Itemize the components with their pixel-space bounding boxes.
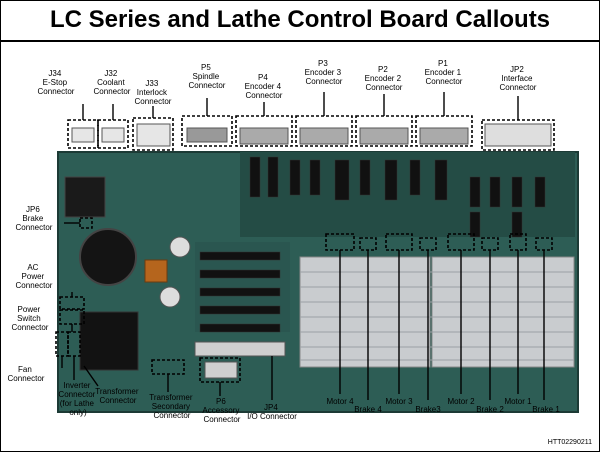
callout-brake1: Brake 1	[532, 405, 560, 414]
vent-fan-block	[64, 176, 106, 218]
leader-lines	[61, 92, 545, 400]
callout-j34: J34 E-Stop Connector	[38, 69, 75, 96]
small-capacitor	[169, 236, 191, 258]
callout-power-switch: Power Switch Connector	[12, 305, 49, 332]
board-diagram: J34 E-Stop Connector J32 Coolant Connect…	[8, 59, 593, 446]
callout-p5: P5 Spindle Connector	[189, 63, 226, 90]
callout-brake3: Brake3	[415, 405, 441, 414]
callout-transformer-secondary: Transformer Secondary Connector	[149, 393, 195, 420]
ic-chips	[249, 156, 546, 238]
image-code: HTT02290211	[548, 439, 592, 446]
callout-brake4: Brake 4	[354, 405, 382, 414]
title-divider	[0, 40, 600, 42]
callout-jp4: JP4 I/O Connector	[247, 403, 297, 421]
top-connectors	[71, 123, 552, 147]
callout-p1: P1 Encoder 1 Connector	[425, 59, 464, 86]
inductor	[144, 259, 168, 283]
callout-p6: P6 Accessory Connector	[202, 397, 241, 424]
callout-motor4: Motor 4	[326, 397, 354, 406]
callout-transformer: Transformer Connector	[95, 387, 141, 405]
callout-motor1: Motor 1	[504, 397, 532, 406]
callout-ac-power: AC Power Connector	[16, 263, 53, 290]
callout-jp2: JP2 Interface Connector	[500, 65, 537, 92]
callout-motor3: Motor 3	[385, 397, 413, 406]
jp4-io-connector-body	[194, 341, 286, 357]
callout-j32: J32 Coolant Connector	[94, 69, 131, 96]
callout-jp6: JP6 Brake Connector	[16, 205, 53, 232]
callout-inverter: Inverter Connector (for Lathe only)	[58, 381, 97, 417]
callout-j33: J33 Interlock Connector	[135, 79, 172, 106]
callout-p4: P4 Encoder 4 Connector	[245, 73, 284, 100]
small-capacitor-2	[159, 286, 181, 308]
callout-p2: P2 Encoder 2 Connector	[365, 65, 404, 92]
heatsink-left	[299, 256, 431, 368]
callout-motor2: Motor 2	[447, 397, 475, 406]
p6-accessory-connector-body	[204, 361, 238, 379]
large-capacitor	[79, 228, 137, 286]
callout-brake2: Brake 2	[476, 405, 504, 414]
callout-p3: P3 Encoder 3 Connector	[305, 59, 344, 86]
figure-title: LC Series and Lathe Control Board Callou…	[49, 6, 551, 33]
transformer-block	[79, 311, 139, 371]
heatsink-right	[431, 256, 575, 368]
callout-fan: Fan Connector	[8, 365, 45, 383]
